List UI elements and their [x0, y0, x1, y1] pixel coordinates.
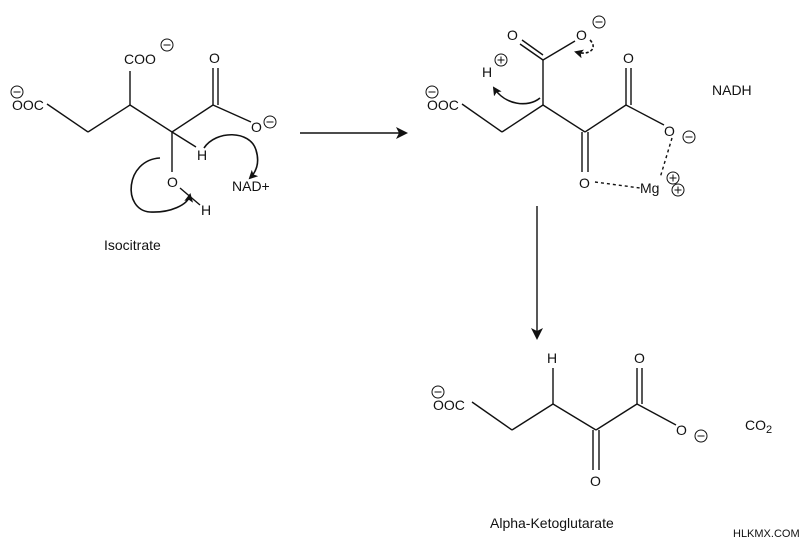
bond [129, 104, 173, 133]
bond [636, 403, 677, 426]
oxygen-label: O [590, 473, 601, 489]
oxygen-label: O [579, 175, 590, 191]
hydrogen-label: H [201, 202, 211, 218]
electron-arrow [130, 157, 194, 213]
isocitrate-name: Isocitrate [104, 237, 161, 253]
bond [542, 40, 576, 61]
negative-charge-icon [425, 85, 439, 99]
ooc-label: OOC [427, 97, 459, 113]
nad-label: NAD+ [232, 178, 270, 194]
bond [461, 103, 503, 133]
bond [521, 39, 544, 56]
positive-charge-icon [494, 53, 508, 67]
ooc-label: OOC [433, 397, 465, 413]
oxygen-label: O [167, 174, 178, 190]
oxygen-label: O [623, 50, 634, 66]
alpha-ketoglutarate-name: Alpha-Ketoglutarate [490, 515, 614, 531]
coordination-bond [659, 137, 673, 179]
bond [511, 403, 554, 431]
electron-arrow [574, 39, 594, 59]
oxygen-label: O [664, 123, 675, 139]
bond [552, 403, 597, 431]
watermark: HLKMX.COM [733, 528, 800, 540]
oxygen-label: O [507, 27, 518, 43]
bond [471, 401, 513, 431]
positive-charge-icon [671, 183, 685, 197]
bond [46, 103, 89, 133]
negative-charge-icon [592, 15, 606, 29]
negative-charge-icon [263, 115, 277, 129]
positive-charge-icon [666, 171, 680, 185]
hydrogen-label: H [482, 64, 492, 80]
bond [87, 104, 131, 133]
oxygen-label: O [676, 422, 687, 438]
bond [171, 131, 197, 148]
hydrogen-label: H [547, 350, 557, 366]
intermediate-molecule: OOC O O H O O O Mg NADH [425, 15, 752, 197]
oxygen-label: O [251, 119, 262, 135]
bond [501, 104, 544, 133]
negative-charge-icon [431, 385, 445, 399]
bond [542, 104, 586, 133]
oxygen-label: O [576, 27, 587, 43]
isocitrate-molecule: OOC COO O O H O H NAD+ Isocitrate [10, 38, 277, 253]
coordination-bond [594, 181, 641, 189]
oxygen-label: O [634, 350, 645, 366]
bond [625, 104, 665, 126]
hydride-arrow [203, 134, 259, 180]
alpha-ketoglutarate-molecule: OOC H O O O CO2 Alpha-Ketoglutarate [431, 350, 772, 531]
coo-label: COO [124, 51, 156, 67]
bond [171, 104, 214, 133]
negative-charge-icon [682, 130, 696, 144]
ooc-label: OOC [12, 97, 44, 113]
negative-charge-icon [160, 38, 174, 52]
nadh-label: NADH [712, 82, 752, 98]
bond [584, 104, 627, 133]
proton-arrow [492, 86, 541, 105]
negative-charge-icon [694, 429, 708, 443]
negative-charge-icon [10, 85, 24, 99]
hydrogen-label: H [197, 147, 207, 163]
oxygen-label: O [209, 50, 220, 66]
magnesium-label: Mg [640, 180, 659, 196]
bond [519, 43, 544, 61]
co2-label: CO2 [745, 417, 772, 436]
bond [595, 403, 638, 431]
bond [212, 104, 252, 123]
